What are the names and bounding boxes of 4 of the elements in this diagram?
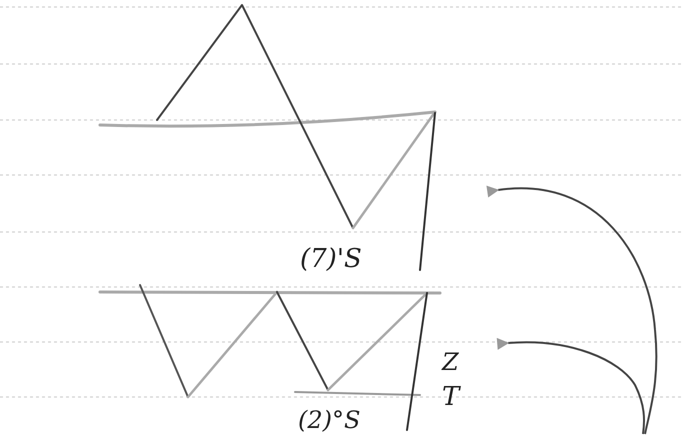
handwritten-label: T	[442, 384, 460, 410]
handwritten-label: (2)°S	[298, 408, 360, 432]
handwritten-label: (7)'S	[300, 246, 362, 272]
handwritten-label: Z	[442, 350, 459, 374]
